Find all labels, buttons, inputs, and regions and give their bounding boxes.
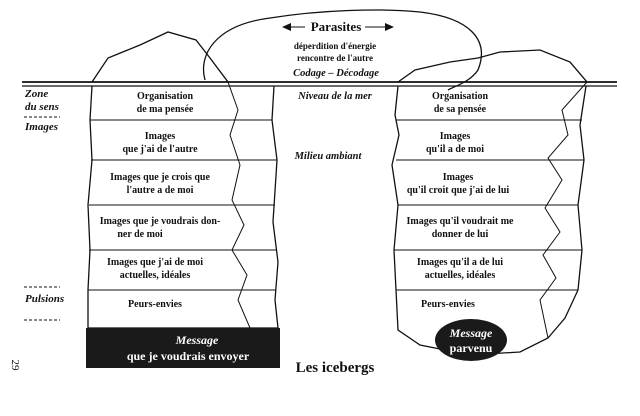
right-cell-6: Peurs-envies (421, 299, 475, 310)
left-cell-2-line-1: Images (145, 131, 176, 142)
right-cell-4-line-1: Images qu'il voudrait me (407, 216, 515, 227)
right-message-title: Message (449, 326, 493, 340)
left-cell-5-line-2: actuelles, idéales (120, 270, 191, 281)
parasites-arrow-right-head (385, 23, 394, 31)
left-cell-3-line-2: l'autre a de moi (127, 185, 194, 196)
diagram-title: Les icebergs (296, 360, 375, 376)
right-cell-4-line-2: donner de lui (432, 229, 489, 240)
right-cell-1-line-2: de sa pensée (434, 104, 487, 115)
left-cell-3-line-1: Images que je crois que (110, 172, 210, 183)
right-cell-1-line-1: Organisation (432, 91, 489, 102)
zone-label-line-1: Zone (24, 88, 48, 100)
left-iceberg-tip (91, 31, 229, 83)
right-cell-2-line-1: Images (440, 131, 471, 142)
right-cell-5-line-2: actuelles, idéales (425, 270, 496, 281)
left-cell-4-line-2: ner de moi (117, 229, 163, 240)
zone-label-line-2: du sens (25, 101, 59, 113)
right-cell-3-line-1: Images (443, 172, 474, 183)
right-iceberg-crack (539, 61, 588, 339)
parasites-label: Parasites (311, 19, 362, 34)
right-cell-2-line-2: qu'il a de moi (426, 144, 484, 155)
left-cell-1-line-2: de ma pensée (137, 104, 194, 115)
right-message-subtitle: parvenu (450, 341, 493, 355)
side-dashes (24, 116, 60, 321)
left-cell-5-line-1: Images que j'ai de moi (107, 257, 203, 268)
left-iceberg-crack (209, 57, 251, 329)
cloud-text-2: rencontre de l'autre (297, 53, 373, 63)
left-iceberg-body (87, 85, 279, 329)
sea-level-label: Niveau de la mer (297, 91, 373, 102)
cloud-text-1: déperdition d'énergie (294, 41, 376, 51)
right-message-ellipse (435, 319, 507, 361)
images-label: Images (24, 121, 58, 133)
page-number: 29 (9, 360, 21, 372)
communication-cloud (202, 9, 483, 91)
right-cell-3-line-2: qu'il croit que j'ai de lui (407, 185, 510, 196)
right-cell-5-line-1: Images qu'il a de lui (417, 257, 503, 268)
left-message-title: Message (175, 333, 219, 347)
pulsions-label: Pulsions (25, 293, 64, 305)
left-cell-6: Peurs-envies (128, 299, 182, 310)
left-message-subtitle: que je voudrais envoyer (127, 349, 250, 363)
ambient-label: Milieu ambiant (294, 151, 363, 162)
left-cell-1-line-1: Organisation (137, 91, 194, 102)
left-cell-2-line-2: que j'ai de l'autre (122, 144, 198, 155)
left-row-dividers (88, 119, 277, 291)
right-iceberg-tip (397, 49, 588, 83)
left-message-box (86, 328, 280, 368)
right-row-dividers (394, 119, 584, 291)
codage-label: Codage – Décodage (293, 68, 379, 79)
parasites-arrow-left-head (282, 23, 291, 31)
left-cell-4-line-1: Images que je voudrais don- (100, 216, 221, 227)
